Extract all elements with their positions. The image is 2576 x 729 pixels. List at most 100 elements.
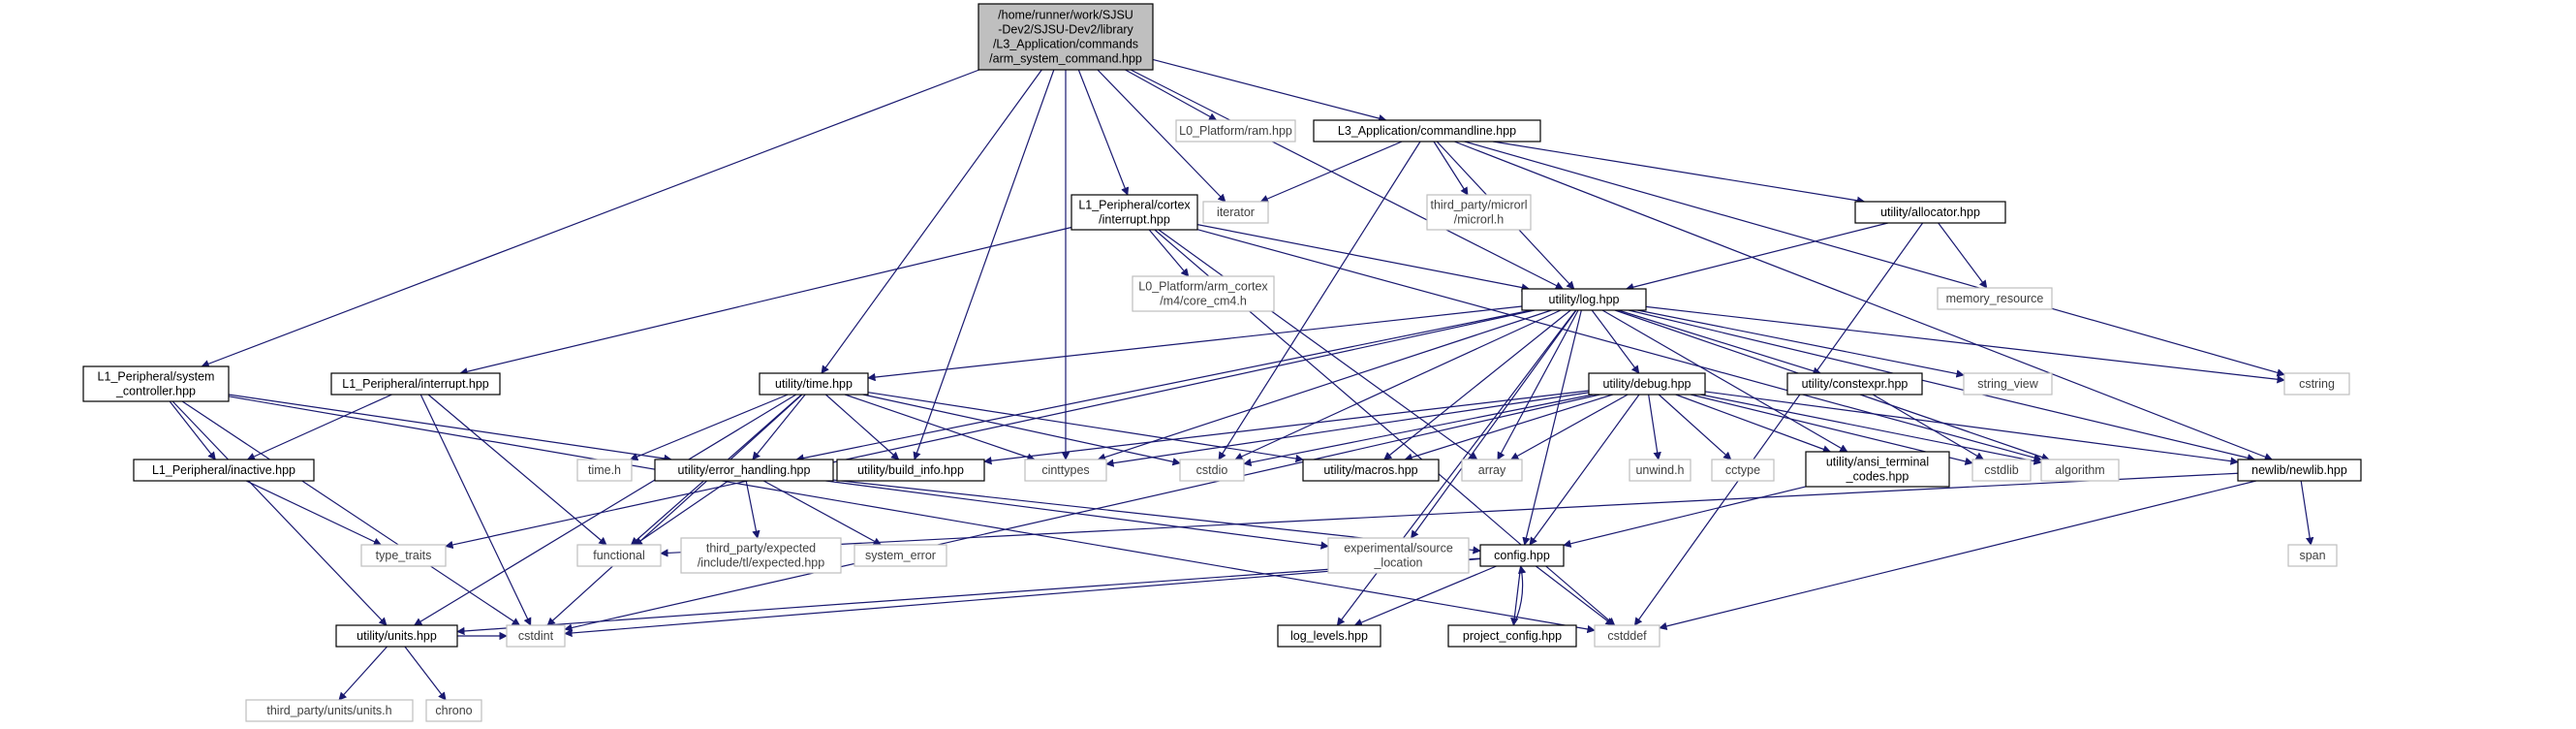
edge-log-to-cinttypes [1097, 309, 1552, 461]
node-box-cinttypes [1024, 459, 1107, 482]
node-box-algorithm [2040, 459, 2120, 482]
edge-root-to-ram [1125, 69, 1218, 121]
node-label-array: array [1478, 463, 1506, 477]
node-box-typetraits [360, 544, 447, 567]
node-root[interactable]: /home/runner/work/SJSU-Dev2/SJSU-Dev2/li… [978, 3, 1154, 71]
node-box-units [335, 624, 458, 648]
edge-l1int-to-inactive [246, 394, 392, 460]
node-label-microrl: /microrl.h [1454, 213, 1504, 227]
node-box-expected [680, 537, 842, 574]
edge-cmdline-to-newlib [1454, 141, 2273, 461]
node-microrl: third_party/microrl/microrl.h [1426, 194, 1532, 231]
edge-cortexint-to-array [1158, 229, 1478, 460]
node-buildinfo[interactable]: utility/build_info.hpp [836, 459, 985, 482]
node-box-newlib [2237, 459, 2362, 482]
node-newlib[interactable]: newlib/newlib.hpp [2237, 459, 2362, 482]
edge-inactive-to-typetraits [245, 480, 383, 546]
edge-cortexint-to-corecm4 [1148, 229, 1190, 277]
edge-time-to-buildinfo [824, 394, 900, 460]
node-box-corecm4 [1132, 275, 1275, 312]
node-units[interactable]: utility/units.hpp [335, 624, 458, 648]
node-timeh: time.h [576, 459, 633, 482]
edge-config-to-loglevels [1353, 565, 1497, 626]
node-box-array [1461, 459, 1523, 482]
node-label-typetraits: type_traits [376, 549, 432, 562]
node-label-cstdio: cstdio [1196, 463, 1228, 477]
node-box-log [1521, 288, 1647, 311]
node-box-cstdio [1179, 459, 1245, 482]
node-box-config [1479, 544, 1565, 567]
node-box-span [2287, 544, 2338, 567]
node-projconfig[interactable]: project_config.hpp [1447, 624, 1577, 648]
node-iterator: iterator [1202, 201, 1269, 224]
node-sysctl[interactable]: L1_Peripheral/system_controller.hpp [82, 365, 230, 402]
node-label-time: utility/time.hpp [775, 377, 853, 391]
node-label-corecm4: L0_Platform/arm_cortex [1138, 280, 1268, 294]
node-label-loglevels: log_levels.hpp [1290, 629, 1368, 643]
node-errh[interactable]: utility/error_handling.hpp [654, 459, 834, 482]
node-label-chrono: chrono [435, 704, 472, 717]
node-l1int[interactable]: L1_Peripheral/interrupt.hpp [330, 372, 501, 396]
node-algorithm: algorithm [2040, 459, 2120, 482]
node-label-cstdlib: cstdlib [1984, 463, 2018, 477]
nodes-layer: /home/runner/work/SJSU-Dev2/SJSU-Dev2/li… [82, 3, 2362, 722]
node-cstdlib: cstdlib [1971, 459, 2032, 482]
node-label-expected: third_party/expected [706, 542, 816, 555]
node-label-corecm4: /m4/core_cm4.h [1160, 295, 1247, 308]
node-inactive[interactable]: L1_Peripheral/inactive.hpp [133, 459, 315, 482]
edge-errh-to-expected [745, 480, 760, 539]
node-unitsh: third_party/units/units.h [245, 699, 414, 722]
node-cstring: cstring [2283, 372, 2350, 396]
node-cstddef: cstddef [1594, 624, 1660, 648]
node-label-unwind: unwind.h [1635, 463, 1684, 477]
node-box-root [978, 3, 1154, 71]
node-box-l1int [330, 372, 501, 396]
node-box-errh [654, 459, 834, 482]
edge-errh-to-srcloc [825, 480, 1329, 550]
edge-debug-to-ansi [1675, 394, 1832, 454]
node-memres: memory_resource [1937, 287, 2053, 310]
edge-log-to-array [1497, 309, 1579, 460]
node-label-unitsh: third_party/units/units.h [266, 704, 391, 717]
edge-debug-to-cstdint [564, 394, 1600, 632]
node-label-allocator: utility/allocator.hpp [1880, 206, 1980, 219]
node-box-cmdline [1313, 119, 1541, 143]
node-box-loglevels [1277, 624, 1381, 648]
node-ram: L0_Platform/ram.hpp [1175, 119, 1296, 143]
node-debug[interactable]: utility/debug.hpp [1588, 372, 1706, 396]
node-srcloc: experimental/source_location [1327, 537, 1470, 574]
node-label-srcloc: _location [1373, 556, 1422, 570]
edge-sysctl-to-cstdint [181, 400, 521, 626]
edge-root-to-iterator [1097, 69, 1226, 203]
edge-log-to-time [867, 305, 1523, 382]
node-box-ansi [1805, 451, 1950, 488]
node-box-timeh [576, 459, 633, 482]
node-cortexint[interactable]: L1_Peripheral/cortex/interrupt.hpp [1071, 194, 1198, 231]
edge-log-to-config [1522, 309, 1582, 546]
node-macros[interactable]: utility/macros.hpp [1302, 459, 1440, 482]
node-constexpr[interactable]: utility/constexpr.hpp [1786, 372, 1923, 396]
node-config[interactable]: config.hpp [1479, 544, 1565, 567]
edge-errh-to-syserr [762, 480, 883, 546]
edge-cortexint-to-algorithm [1196, 229, 2042, 462]
edge-root-to-log [1130, 69, 1565, 290]
edge-cmdline-to-cstdio [1218, 141, 1421, 460]
node-loglevels[interactable]: log_levels.hpp [1277, 624, 1381, 648]
edge-cortexint-to-l1int [459, 226, 1072, 376]
edge-newlib-to-cstddef [1659, 480, 2257, 631]
node-cmdline[interactable]: L3_Application/commandline.hpp [1313, 119, 1541, 143]
edge-constexpr-to-cstdlib [1872, 394, 1985, 460]
node-label-memres: memory_resource [1946, 292, 2044, 305]
edge-log-to-typetraits [445, 309, 1536, 550]
node-time[interactable]: utility/time.hpp [759, 372, 869, 396]
node-ansi[interactable]: utility/ansi_terminal_codes.hpp [1805, 451, 1950, 488]
edge-errh-to-functional [634, 480, 729, 546]
node-label-errh: utility/error_handling.hpp [678, 463, 811, 477]
node-log[interactable]: utility/log.hpp [1521, 288, 1647, 311]
node-label-cortexint: L1_Peripheral/cortex [1078, 199, 1191, 212]
node-functional: functional [576, 544, 662, 567]
node-box-iterator [1202, 201, 1269, 224]
node-allocator[interactable]: utility/allocator.hpp [1854, 201, 2006, 224]
node-box-cortexint [1071, 194, 1198, 231]
